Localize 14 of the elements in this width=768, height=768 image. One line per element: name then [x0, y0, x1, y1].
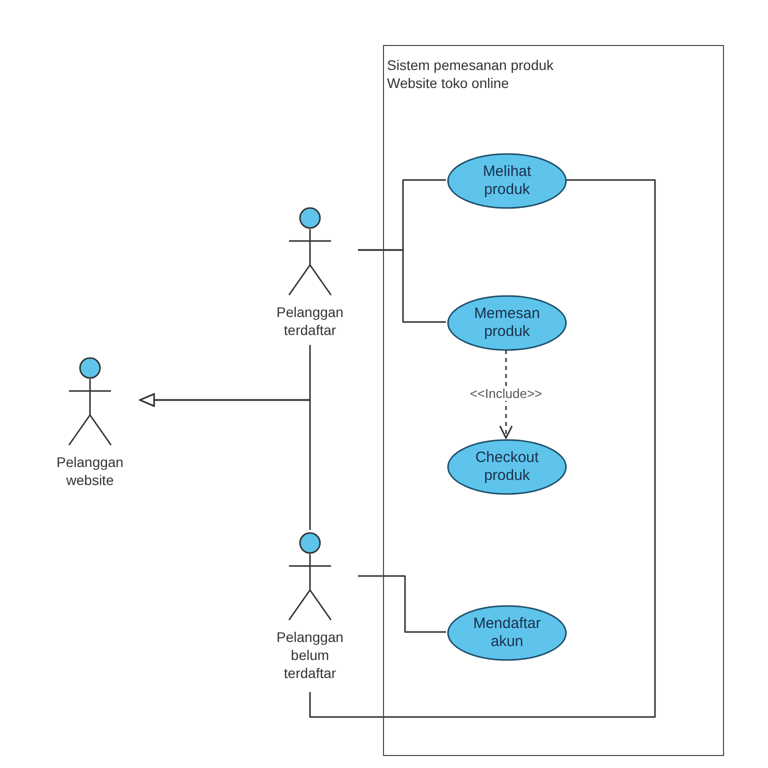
- generalization-arrow: [139, 393, 311, 530]
- system-title: Sistem pemesanan produk Website toko online: [387, 56, 555, 92]
- association-line: [309, 179, 656, 718]
- actor-label: Pelanggan belum terdaftar: [276, 628, 344, 682]
- use-case-label: Memesan produk: [473, 305, 541, 341]
- use-case-label: Melihat produk: [482, 163, 532, 199]
- system-boundary: [383, 45, 724, 756]
- dashed-arrow: [499, 350, 513, 439]
- actor-label: Pelanggan terdaftar: [276, 303, 344, 339]
- association-line: [358, 575, 446, 633]
- use-case-label: Checkout produk: [474, 449, 540, 485]
- actor-label: Pelanggan website: [56, 453, 124, 489]
- use-case-label: Mendaftar akun: [472, 615, 542, 651]
- association-line: [358, 249, 446, 323]
